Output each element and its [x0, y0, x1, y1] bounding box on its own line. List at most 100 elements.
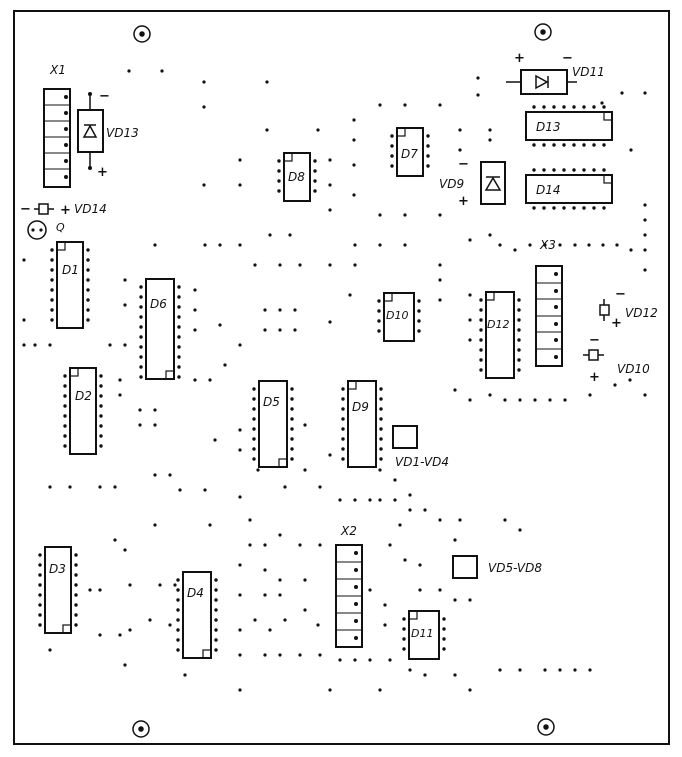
via-dot [303, 578, 307, 582]
via-dot [542, 206, 546, 210]
via-dot [368, 658, 372, 662]
via-dot [318, 485, 322, 489]
via-dot [517, 328, 521, 332]
via-dot [213, 438, 217, 442]
via-dot [528, 243, 532, 247]
via-dot [74, 593, 78, 597]
via-dot [74, 623, 78, 627]
via-dot [177, 325, 181, 329]
via-dot [438, 518, 442, 522]
via-dot [265, 80, 269, 84]
via-dot [403, 243, 407, 247]
via-dot [353, 243, 357, 247]
via-dot [426, 154, 430, 158]
via-dot [352, 138, 356, 142]
via-dot [558, 243, 562, 247]
via-dot [318, 543, 322, 547]
via-dot [153, 473, 157, 477]
chip-d5-label: D5 [263, 395, 280, 409]
via-dot [379, 447, 383, 451]
via-dot [248, 518, 252, 522]
via-dot [256, 468, 260, 472]
via-dot [278, 328, 282, 332]
via-dot [86, 308, 90, 312]
via-dot [438, 278, 442, 282]
via-dot [248, 543, 252, 547]
chip-d9-label: D9 [352, 400, 369, 414]
mounting-hole-bottom-right [537, 718, 555, 736]
via-dot [517, 298, 521, 302]
via-dot [403, 213, 407, 217]
via-dot [592, 105, 596, 109]
via-dot [542, 168, 546, 172]
via-dot [176, 588, 180, 592]
via-dot [613, 383, 617, 387]
via-dot [86, 258, 90, 262]
via-dot [63, 394, 67, 398]
via-dot [377, 329, 381, 333]
via-dot [562, 143, 566, 147]
via-dot [238, 183, 242, 187]
via-dot [63, 414, 67, 418]
via-dot [183, 673, 187, 677]
mounting-hole-top-left [133, 25, 151, 43]
via-dot [238, 428, 242, 432]
via-dot [176, 598, 180, 602]
vd11-plus: + [514, 51, 525, 66]
board-outline [13, 10, 670, 745]
via-dot [277, 159, 281, 163]
via-dot [643, 91, 647, 95]
via-dot [313, 179, 317, 183]
via-dot [548, 398, 552, 402]
via-dot [418, 588, 422, 592]
via-dot [582, 206, 586, 210]
via-dot [479, 358, 483, 362]
via-dot [390, 154, 394, 158]
via-dot [128, 583, 132, 587]
via-dot [426, 164, 430, 168]
chip-d7-label: D7 [401, 147, 418, 161]
via-dot [408, 508, 412, 512]
via-dot [74, 583, 78, 587]
via-dot [50, 258, 54, 262]
via-dot [488, 138, 492, 142]
via-dot [313, 159, 317, 163]
via-dot [238, 653, 242, 657]
via-dot [283, 485, 287, 489]
via-dot [562, 206, 566, 210]
via-dot [290, 397, 294, 401]
via-dot [388, 543, 392, 547]
via-dot [316, 128, 320, 132]
via-dot [99, 424, 103, 428]
via-dot [479, 338, 483, 342]
via-dot [328, 320, 332, 324]
via-dot [573, 243, 577, 247]
via-dot [252, 457, 256, 461]
via-dot [138, 423, 142, 427]
via-dot [278, 533, 282, 537]
via-dot [268, 233, 272, 237]
via-dot [341, 397, 345, 401]
via-dot [86, 248, 90, 252]
via-dot [379, 407, 383, 411]
via-dot [517, 358, 521, 362]
via-dot [398, 523, 402, 527]
via-dot [177, 355, 181, 359]
diode-vd13: − + VD13 [77, 89, 139, 180]
via-dot [214, 638, 218, 642]
chip-d6: D6 [145, 278, 175, 380]
via-dot [643, 268, 647, 272]
via-dot [303, 423, 307, 427]
via-dot [214, 648, 218, 652]
via-dot [379, 387, 383, 391]
via-dot [348, 293, 352, 297]
via-dot [50, 248, 54, 252]
via-dot [572, 168, 576, 172]
vd12-minus: − [615, 287, 626, 302]
via-dot [214, 618, 218, 622]
via-dot [379, 397, 383, 401]
via-dot [453, 538, 457, 542]
via-dot [643, 248, 647, 252]
via-dot [208, 523, 212, 527]
via-dot [476, 76, 480, 80]
